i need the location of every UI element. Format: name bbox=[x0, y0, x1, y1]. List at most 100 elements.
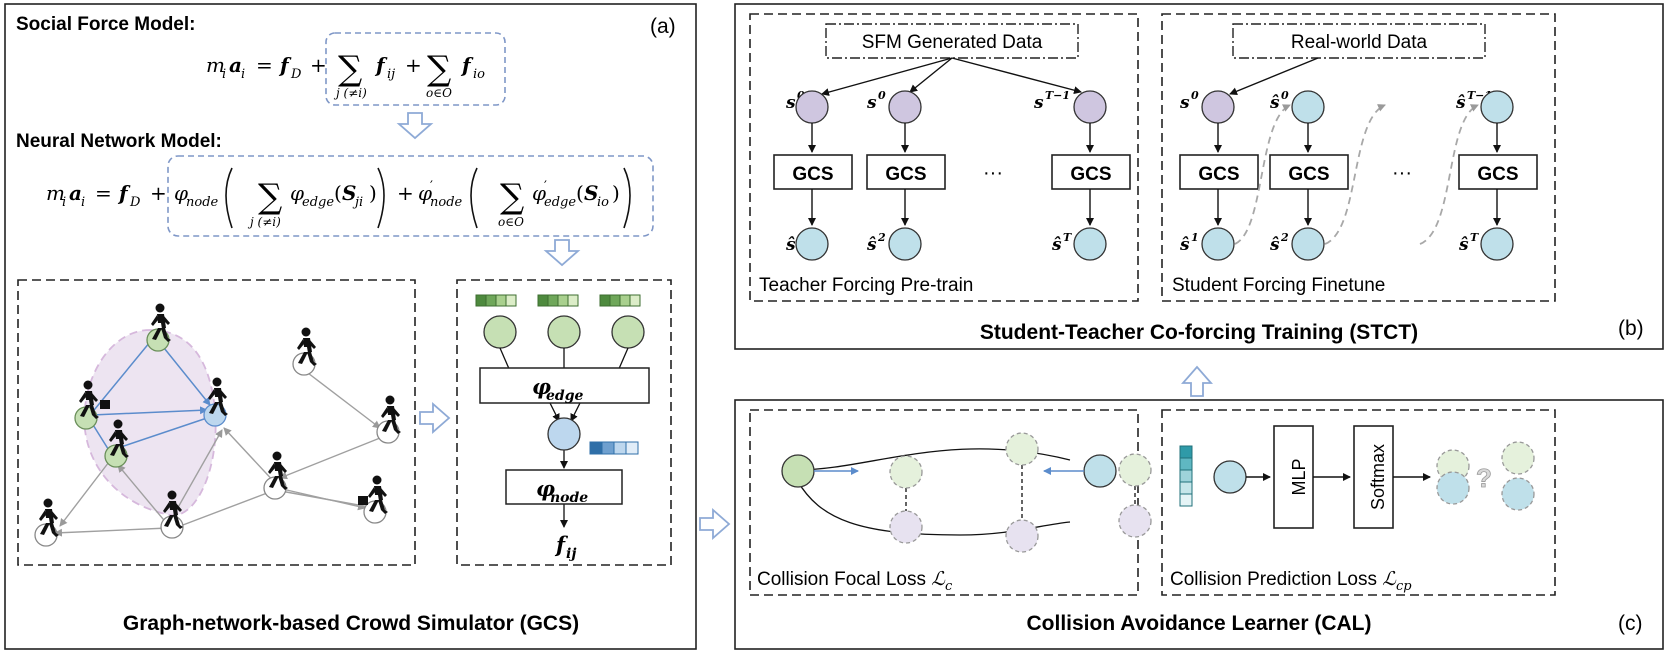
focal-loss-text: Collision Focal Loss bbox=[757, 569, 931, 590]
eq-a-sub: i bbox=[241, 67, 245, 82]
feature-vector-3 bbox=[599, 294, 641, 307]
paren-right-2 bbox=[623, 167, 631, 229]
teacher-gcs-t bbox=[1051, 154, 1131, 190]
teacher-output-node-2 bbox=[888, 227, 922, 261]
teacher-output-node-1 bbox=[795, 227, 829, 261]
student-gcs-1 bbox=[1179, 154, 1259, 190]
student-data-arrow bbox=[1229, 57, 1319, 96]
teacher-gcs-1 bbox=[773, 154, 853, 190]
phi-node-symbol: φ bbox=[536, 476, 555, 501]
phi-node-box bbox=[505, 469, 623, 505]
student-output-node-2 bbox=[1291, 227, 1325, 261]
eq-equals: = bbox=[256, 53, 273, 77]
teacher-input-node-t bbox=[1073, 90, 1107, 124]
eq-plus-1: + bbox=[310, 53, 327, 77]
gcs-neighbor-node-3 bbox=[611, 315, 645, 349]
mlp-box bbox=[1273, 425, 1314, 529]
crowd-graph-box bbox=[17, 279, 416, 566]
student-columns: s 0 GCS ŝ 1 ŝ 0 GCS ŝ 2 ··· ŝ T−1 GCS ŝ … bbox=[1179, 89, 1538, 261]
nn-phi-node-2-prime: ′ bbox=[430, 179, 433, 194]
student-gcs-t bbox=[1458, 154, 1538, 190]
prediction-loss-symbol: ℒ bbox=[1382, 568, 1397, 590]
softmax-label: Softmax bbox=[1368, 444, 1388, 510]
teacher-s-label-1: s bbox=[785, 93, 796, 113]
cal-caption: Collision Avoidance Learner (CAL) bbox=[1027, 612, 1372, 635]
student-gcs-t-label: GCS bbox=[1477, 164, 1518, 185]
student-gcs-2-label: GCS bbox=[1288, 164, 1329, 185]
future-green-nodes bbox=[889, 432, 1152, 489]
teacher-s-label-2: s bbox=[866, 93, 877, 113]
eq-plus-2: + bbox=[405, 53, 422, 77]
student-s-sup-1: 0 bbox=[1191, 89, 1199, 102]
pedestrian-icons bbox=[39, 303, 401, 537]
focal-loss-sub: c bbox=[945, 579, 953, 594]
phi-edge-symbol: φ bbox=[532, 374, 551, 399]
nn-s-2: S bbox=[584, 181, 598, 205]
nn-phi-node-1-sub: node bbox=[186, 195, 219, 210]
sfm-title: Social Force Model: bbox=[16, 14, 195, 35]
teacher-data-arrows bbox=[821, 57, 1082, 96]
teacher-s-sup-t: T−1 bbox=[1045, 89, 1070, 102]
future-green-node-3 bbox=[1118, 453, 1152, 487]
student-output-node-1 bbox=[1201, 227, 1235, 261]
feature-vector-1 bbox=[475, 294, 517, 307]
phi-node-sub: node bbox=[550, 490, 588, 506]
up-arrow-stct-icon bbox=[1181, 365, 1213, 397]
neighborhood-region bbox=[83, 329, 217, 517]
teacher-input-node-1 bbox=[795, 90, 829, 124]
eq-f-ij-sub: ij bbox=[387, 67, 395, 82]
eq-m: m bbox=[206, 53, 225, 77]
teacher-shat-label-2: ŝ bbox=[866, 235, 877, 255]
focal-loss-symbol: ℒ bbox=[931, 568, 946, 590]
nn-phi-edge-2-prime: ′ bbox=[544, 179, 547, 194]
nn-close-2: ) bbox=[612, 181, 620, 205]
paren-left-1 bbox=[225, 167, 233, 229]
paren-left-2 bbox=[470, 167, 478, 229]
panel-c-tag: (c) bbox=[1618, 612, 1643, 635]
pred-blue-node-1 bbox=[1436, 471, 1470, 505]
pred-green-node-2 bbox=[1501, 441, 1535, 475]
nn-s-1-sub: ji bbox=[352, 195, 363, 210]
gcs-network-box bbox=[456, 279, 672, 566]
prediction-loss-box bbox=[1161, 409, 1556, 596]
sfm-interaction-terms: ∑ j (≠i) f ij + ∑ o∈O f io bbox=[333, 49, 485, 100]
agent-green-node bbox=[781, 454, 815, 488]
student-input-node-2 bbox=[1291, 90, 1325, 124]
nn-eq-a: a bbox=[69, 181, 82, 205]
nn-eq-equals: = bbox=[95, 181, 112, 205]
mlp-label: MLP bbox=[1289, 458, 1309, 495]
prediction-loss-text: Collision Prediction Loss bbox=[1170, 569, 1382, 590]
prediction-loss-sub: cp bbox=[1396, 579, 1412, 594]
student-feedback-arrows bbox=[1234, 104, 1479, 245]
sum-2-under: o∈O bbox=[426, 86, 452, 100]
panel-a-tag: (a) bbox=[650, 15, 676, 38]
paren-right-1 bbox=[377, 167, 385, 229]
prediction-colliding-pair bbox=[1436, 449, 1470, 505]
sfm-equation: m i a i = f D + bbox=[206, 53, 327, 82]
panel-a-frame bbox=[4, 3, 697, 650]
student-shat-label-t: ŝ bbox=[1458, 235, 1469, 255]
focal-loss-box bbox=[749, 409, 1139, 596]
future-purple-node-1 bbox=[889, 510, 923, 544]
student-input-node-t bbox=[1480, 90, 1514, 124]
pair-feature-vector bbox=[1179, 445, 1193, 507]
briefcase-icon bbox=[100, 400, 110, 409]
stct-caption: Student-Teacher Co-forcing Training (STC… bbox=[980, 321, 1418, 344]
nn-eq-plus-2: + bbox=[397, 181, 414, 205]
teacher-caption: Teacher Forcing Pre-train bbox=[759, 275, 973, 296]
nn-phi-edge-1: φ bbox=[290, 181, 304, 205]
sfm-data-label: SFM Generated Data bbox=[862, 32, 1043, 53]
teacher-gcs-1-label: GCS bbox=[792, 164, 833, 185]
student-caption: Student Forcing Finetune bbox=[1172, 275, 1385, 296]
teacher-columns: s 0 GCS ŝ 1 s 0 GCS ŝ 2 ··· s T−1 GCS ŝ … bbox=[773, 89, 1131, 261]
teacher-ellipsis: ··· bbox=[983, 162, 1003, 184]
phi-edge-box bbox=[479, 367, 650, 404]
feature-vectors bbox=[475, 294, 641, 307]
student-shat-sup-2: 2 bbox=[1280, 231, 1289, 244]
sfm-interaction-box bbox=[325, 32, 506, 106]
student-output-node-t bbox=[1480, 227, 1514, 261]
nn-sum-1-under: j (≠i) bbox=[247, 215, 281, 229]
nn-sum-2-under: o∈O bbox=[498, 215, 524, 229]
nn-phi-edge-2: φ bbox=[532, 181, 546, 205]
feature-vector-2 bbox=[537, 294, 579, 307]
